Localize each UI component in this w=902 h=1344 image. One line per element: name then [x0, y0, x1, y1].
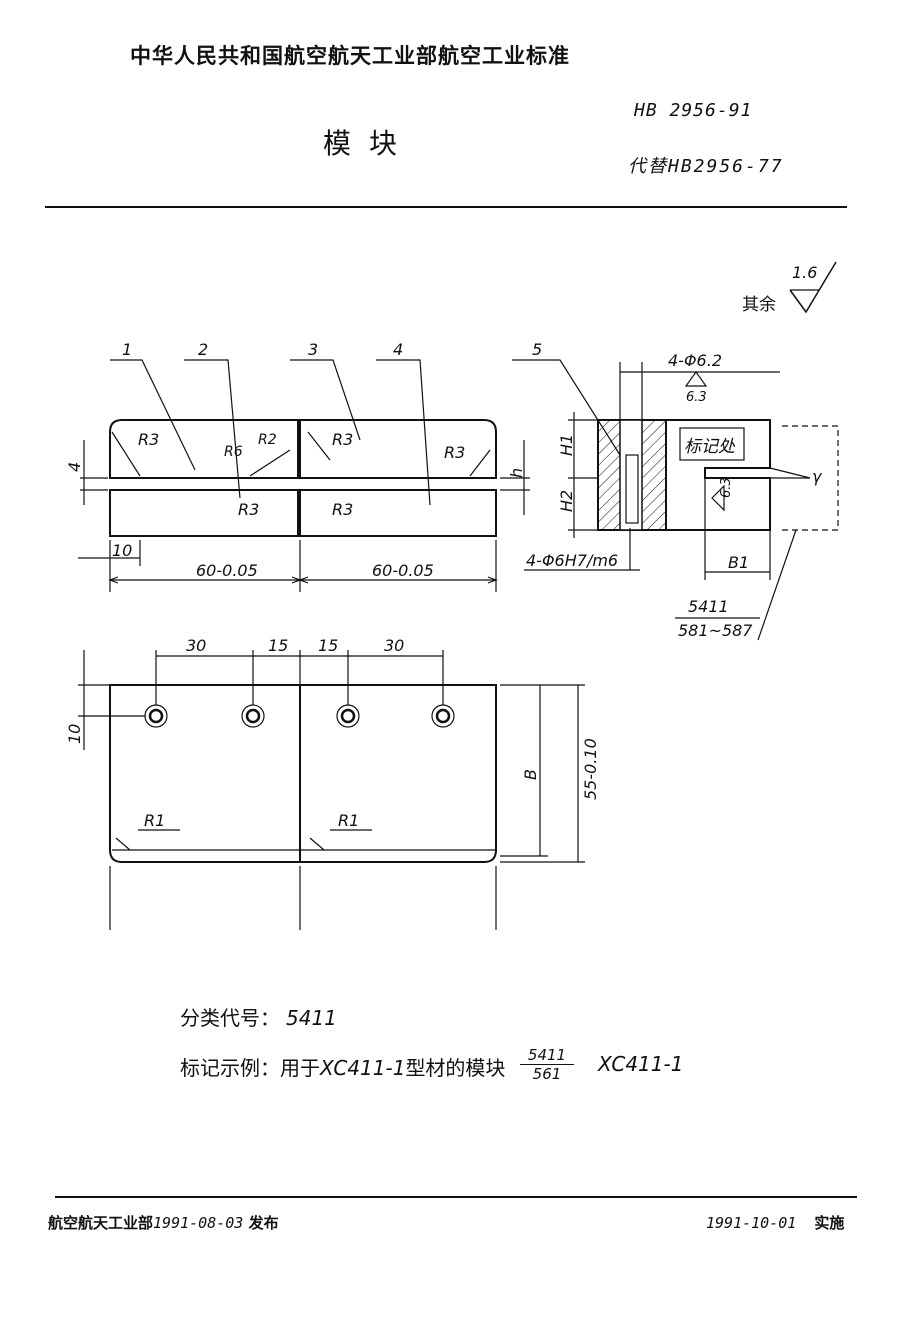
- class-denominator: 581~587: [678, 621, 753, 640]
- part-label-5: 5: [532, 340, 542, 359]
- radius-label: R3: [238, 500, 259, 519]
- radius-label: R1: [338, 811, 359, 830]
- dim-label: B: [521, 769, 540, 780]
- class-numerator: 5411: [688, 597, 729, 616]
- marking-example-line: 标记示例：用于XC411-1型材的模块: [180, 1052, 505, 1081]
- roughness-note-label: 其余: [742, 295, 776, 315]
- marking-profile: XC411-1: [320, 1056, 406, 1080]
- implementation-date: 1991-10-01: [706, 1214, 797, 1232]
- issue-info: 航空航天工业部1991-08-03 发布: [48, 1212, 279, 1233]
- marking-suffix: 型材的模块: [405, 1056, 506, 1080]
- dim-label: 15: [318, 636, 338, 655]
- pin-fit-note: 4-Φ6H7/m6: [526, 551, 618, 570]
- issue-word: 发布: [248, 1214, 279, 1232]
- marking-prefix: 标记示例：用于: [180, 1056, 320, 1080]
- roughness-value: 6.3: [719, 477, 734, 498]
- issuer: 航空航天工业部: [48, 1214, 154, 1232]
- side-view: [512, 359, 839, 641]
- replaces-standard: 代替HB2956-77: [628, 156, 784, 177]
- header-rule: [45, 206, 847, 208]
- dim-label: 60-0.05: [196, 561, 258, 580]
- dim-label: 15: [268, 636, 288, 655]
- classification-line: 分类代号：5411: [180, 1002, 337, 1031]
- top-view: [78, 650, 585, 930]
- footer-rule: [55, 1196, 857, 1198]
- roughness-symbol-icon: [789, 261, 837, 314]
- part-label-3: 3: [308, 340, 318, 359]
- implementation-word: 实施: [814, 1214, 845, 1232]
- radius-label: R3: [138, 430, 159, 449]
- dim-label: B1: [728, 553, 749, 572]
- dim-label: 4: [65, 462, 84, 472]
- dim-label: H1: [557, 434, 576, 456]
- radius-label: R2: [258, 432, 277, 448]
- radius-label: R3: [332, 500, 353, 519]
- dim-label: 55-0.10: [581, 738, 600, 800]
- part-label-2: 2: [198, 340, 208, 359]
- radius-label: R3: [444, 443, 465, 462]
- part-label-4: 4: [393, 340, 403, 359]
- implementation-info: 1991-10-01 实施: [706, 1212, 844, 1233]
- radius-label: R6: [224, 444, 243, 460]
- classification-value: 5411: [286, 1006, 337, 1030]
- dim-label: h: [507, 468, 526, 478]
- classification-label: 分类代号：: [180, 1006, 280, 1030]
- marking-location-label: 标记处: [684, 437, 736, 457]
- document-title: 模块: [323, 127, 416, 160]
- front-view: [78, 359, 530, 592]
- issue-date: 1991-08-03: [153, 1214, 244, 1232]
- marking-tail: XC411-1: [598, 1052, 684, 1076]
- marking-fraction: 5411 561: [520, 1046, 574, 1083]
- hole-note: 4-Φ6.2: [668, 351, 722, 370]
- issuing-organization: 中华人民共和国航空航天工业部航空工业标准: [130, 44, 570, 68]
- marking-fraction-denominator: 561: [532, 1065, 562, 1083]
- dim-label: 10: [112, 541, 132, 560]
- dim-label: 60-0.05: [372, 561, 434, 580]
- angle-label: γ: [812, 467, 823, 486]
- marking-fraction-numerator: 5411: [520, 1046, 574, 1065]
- radius-label: R3: [332, 430, 353, 449]
- dim-label: 30: [384, 636, 404, 655]
- part-label-1: 1: [122, 340, 132, 359]
- roughness-value: 1.6: [792, 263, 817, 282]
- standard-number: HB 2956-91: [634, 100, 753, 121]
- roughness-value: 6.3: [686, 390, 707, 405]
- dim-label: 10: [65, 724, 84, 744]
- dim-label: 30: [186, 636, 206, 655]
- radius-label: R1: [144, 811, 165, 830]
- dim-label: H2: [557, 490, 576, 512]
